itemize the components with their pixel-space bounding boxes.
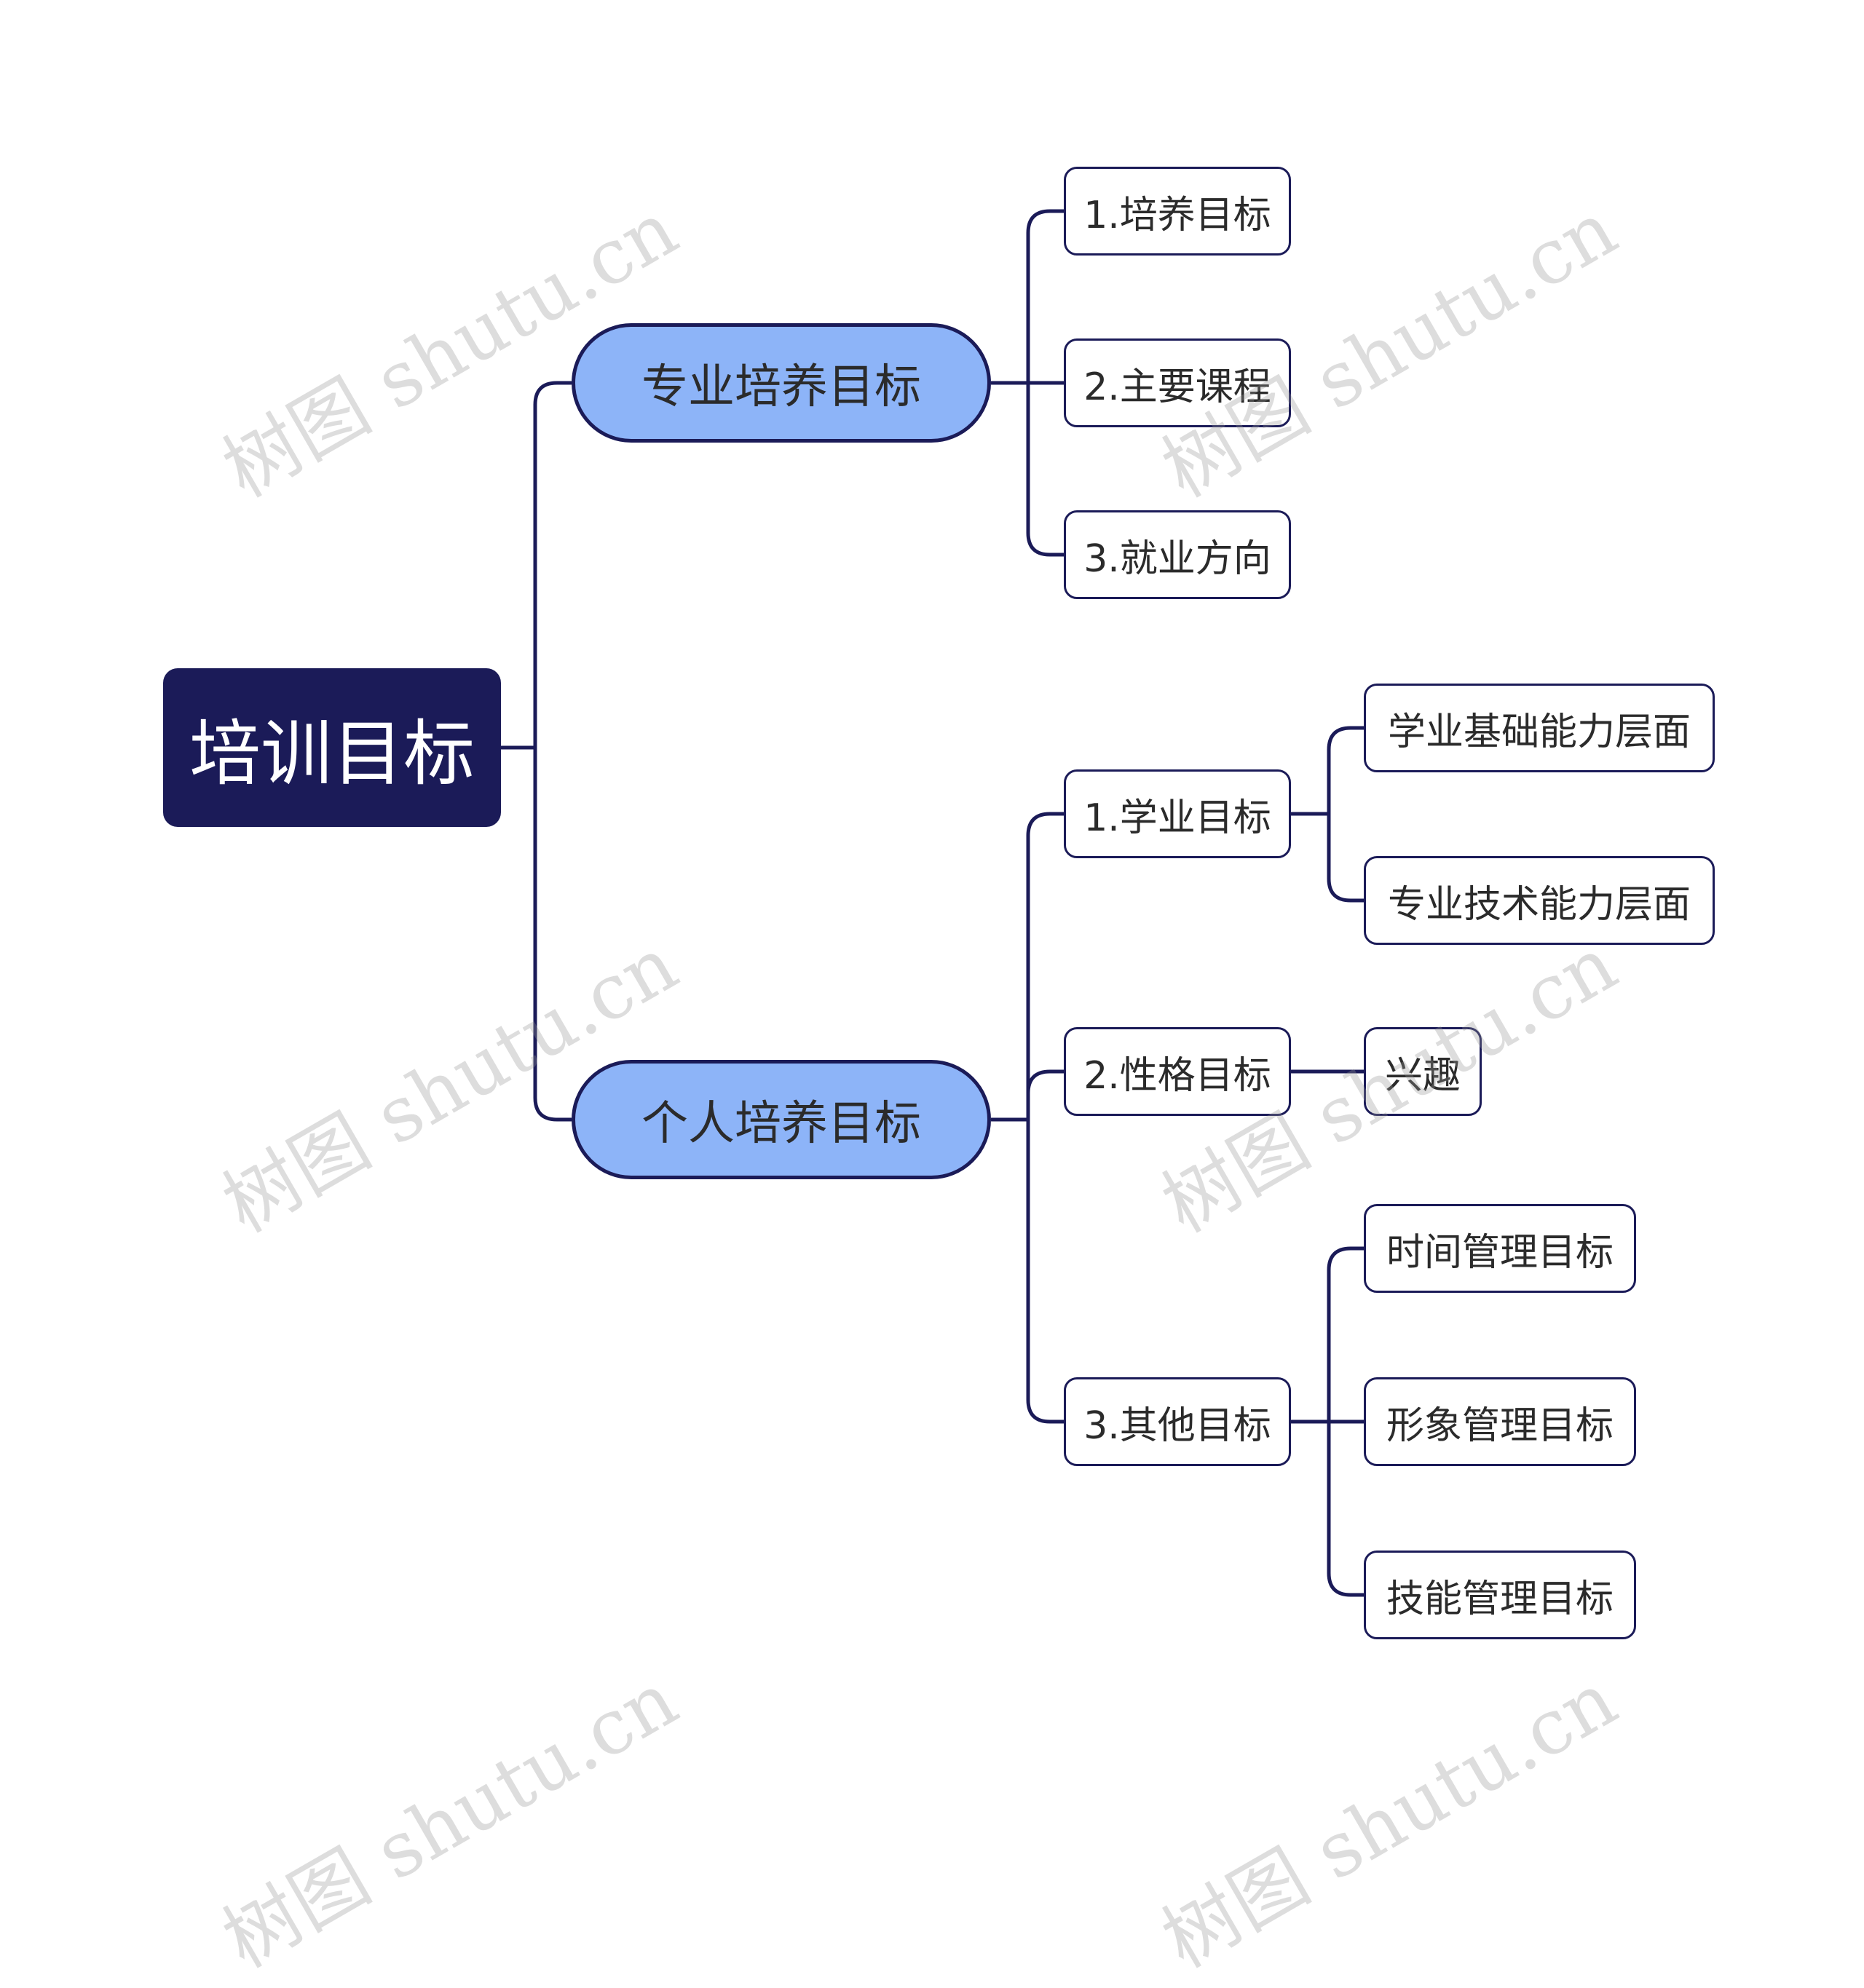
leaf-node-training-goal[interactable]: 1.培养目标 xyxy=(1064,167,1291,256)
connector-root-branch2 xyxy=(533,748,572,1122)
root-node[interactable]: 培训目标 xyxy=(163,668,501,827)
connector-sub1-leaf2 xyxy=(1327,814,1364,903)
connector-branch1-leaf3 xyxy=(1026,383,1064,557)
leaf-node-main-courses[interactable]: 2.主要课程 xyxy=(1064,338,1291,427)
leaf-node-technical-skill[interactable]: 专业技术能力层面 xyxy=(1364,856,1715,945)
connector-sub1-leaf1 xyxy=(1291,726,1364,816)
sub-node-other-goal[interactable]: 3.其他目标 xyxy=(1064,1377,1291,1466)
leaf-node-career-direction[interactable]: 3.就业方向 xyxy=(1064,510,1291,599)
leaf-node-time-management[interactable]: 时间管理目标 xyxy=(1364,1204,1636,1293)
connector-lines xyxy=(501,209,1364,1597)
sub-node-academic-goal[interactable]: 1.学业目标 xyxy=(1064,769,1291,858)
branch-node-personal[interactable]: 个人培养目标 xyxy=(572,1060,991,1179)
connector-branch2-sub2 xyxy=(1026,1069,1064,1120)
connector-root-branch1 xyxy=(501,381,572,750)
branch-node-professional[interactable]: 专业培养目标 xyxy=(572,323,991,443)
sub-node-personality-goal[interactable]: 2.性格目标 xyxy=(1064,1027,1291,1116)
mind-map-canvas: 培训目标 专业培养目标 个人培养目标 1.培养目标 2.主要课程 3.就业方向 … xyxy=(163,167,1715,1985)
connector-branch1-leaf1 xyxy=(991,209,1064,385)
connector-branch2-sub3 xyxy=(1026,1120,1064,1424)
leaf-node-skill-management[interactable]: 技能管理目标 xyxy=(1364,1551,1636,1639)
leaf-node-image-management[interactable]: 形象管理目标 xyxy=(1364,1377,1636,1466)
connector-sub3-leaf3 xyxy=(1327,1422,1364,1597)
leaf-node-academic-basic[interactable]: 学业基础能力层面 xyxy=(1364,684,1715,772)
leaf-node-interest[interactable]: 兴趣 xyxy=(1364,1027,1482,1116)
connector-branch2-sub1 xyxy=(991,812,1064,1122)
connector-sub3-leaf1 xyxy=(1291,1246,1364,1424)
